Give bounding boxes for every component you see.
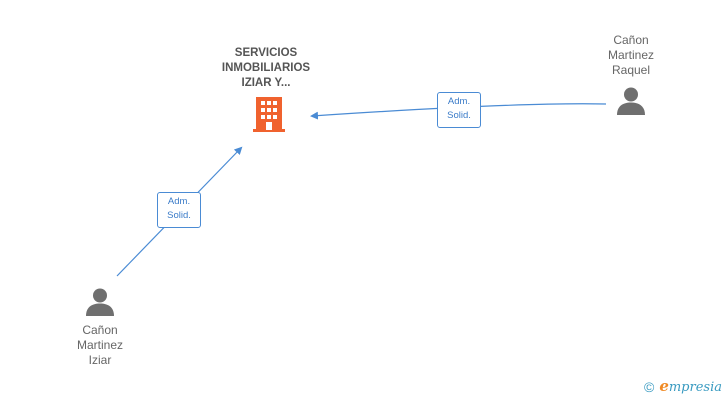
copyright-icon: © bbox=[643, 379, 655, 395]
person-name-line: Cañon bbox=[82, 323, 118, 337]
company-name-line: IZIAR Y... bbox=[241, 77, 291, 89]
relation-label-line: Adm. bbox=[447, 96, 471, 107]
logo-rest: mpresia bbox=[668, 380, 722, 395]
company-name-line: INMOBILIARIOS bbox=[221, 62, 311, 74]
company-name[interactable]: SERVICIOS INMOBILIARIOS IZIAR Y... bbox=[206, 46, 326, 91]
relation-label-iziar[interactable]: Adm. Solid. bbox=[157, 192, 201, 228]
building-icon[interactable] bbox=[253, 97, 285, 133]
person-name-line: Iziar bbox=[88, 353, 112, 367]
person-node-raquel[interactable]: Cañon Martinez Raquel bbox=[586, 33, 676, 116]
person-name: Cañon Martinez Raquel bbox=[586, 33, 676, 78]
logo-first-letter: e bbox=[659, 377, 669, 395]
person-name-line: Raquel bbox=[611, 63, 651, 77]
person-icon bbox=[86, 288, 114, 316]
person-name-line: Martinez bbox=[607, 48, 654, 62]
person-name-line: Cañon bbox=[613, 33, 649, 47]
relation-label-line: Solid. bbox=[167, 210, 191, 221]
relation-label-line: Adm. bbox=[167, 196, 191, 207]
relation-label-line: Solid. bbox=[447, 110, 471, 121]
person-node-iziar[interactable]: Cañon Martinez Iziar bbox=[55, 287, 145, 368]
person-icon bbox=[617, 87, 645, 115]
person-name-line: Martinez bbox=[76, 338, 123, 352]
relation-label-raquel[interactable]: Adm. Solid. bbox=[437, 92, 481, 128]
edge-raquel-to-company bbox=[310, 103, 607, 120]
company-name-line: SERVICIOS bbox=[234, 47, 298, 59]
empresia-logo: empresia bbox=[659, 378, 722, 396]
person-name: Cañon Martinez Iziar bbox=[55, 323, 145, 368]
brand-watermark[interactable]: © empresia bbox=[644, 378, 722, 396]
